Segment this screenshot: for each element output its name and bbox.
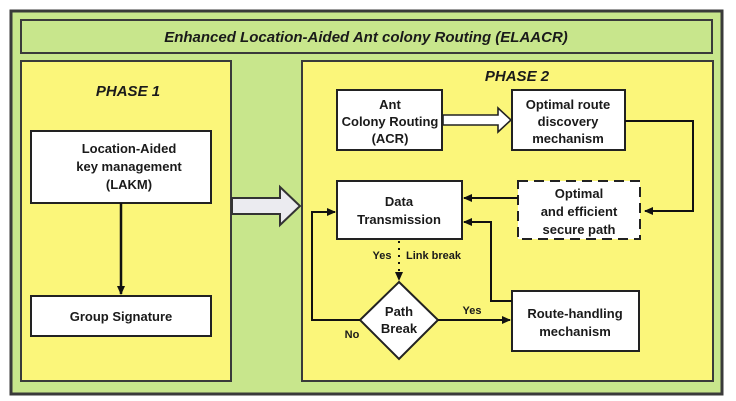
arrow-optimal-route-to-secure-path [625, 120, 694, 215]
optimal-route-box[interactable] [511, 89, 626, 151]
acr-box[interactable] [336, 89, 443, 151]
label-no: No [345, 329, 360, 341]
optimal-route-line-1: Optimal route [526, 97, 611, 112]
acr-line-1: Ant [379, 97, 401, 112]
group-signature-box[interactable] [30, 295, 212, 337]
path-break-decision[interactable] [358, 280, 440, 361]
data-transmission-box[interactable] [336, 180, 463, 240]
route-handling-box[interactable] [511, 290, 640, 352]
arrow-no-to-data-transmission [311, 208, 360, 321]
phase-transition-arrow [231, 184, 302, 228]
group-signature-label: Group Signature [70, 309, 173, 324]
route-handling-line-1: Route-handling [527, 306, 622, 321]
phase1-label: PHASE 1 [96, 83, 160, 100]
path-break-line-2: Break [381, 321, 418, 336]
data-transmission-line-1: Data [385, 194, 414, 209]
path-break-line-1: Path [385, 304, 413, 319]
acr-line-2: Colony Routing [342, 114, 439, 129]
arrow-route-handling-to-data-transmission [463, 218, 512, 302]
data-transmission-line-2: Transmission [357, 212, 441, 227]
acr-line-3: (ACR) [372, 131, 409, 146]
optimal-route-line-3: mechanism [532, 131, 604, 146]
lakm-line-1: Location-Aided [82, 141, 177, 156]
diagram-title: Enhanced Location-Aided Ant colony Routi… [164, 29, 568, 46]
secure-path-line-1: Optimal [555, 186, 603, 201]
phase2-label: PHASE 2 [485, 68, 550, 85]
arrow-acr-to-optimal-route [442, 106, 513, 134]
optimal-route-line-2: discovery [538, 114, 599, 129]
lakm-box[interactable] [30, 130, 212, 204]
secure-path-line-3: secure path [543, 222, 616, 237]
secure-path-line-2: and efficient [541, 204, 618, 219]
route-handling-line-2: mechanism [539, 324, 611, 339]
secure-path-box[interactable] [517, 180, 641, 240]
lakm-line-3: (LAKM) [106, 177, 152, 192]
label-yes-right: Yes [463, 305, 482, 317]
title-bar [20, 19, 713, 54]
label-link-break: Link break [406, 250, 462, 262]
lakm-line-2: key management [76, 159, 182, 174]
label-yes-top: Yes [373, 250, 392, 262]
